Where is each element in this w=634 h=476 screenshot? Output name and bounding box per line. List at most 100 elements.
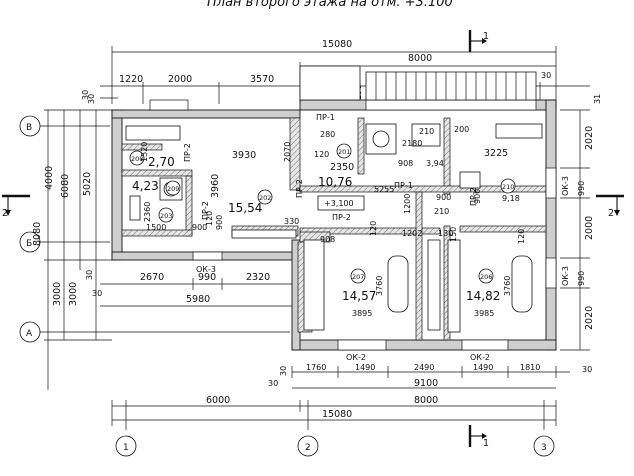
svg-text:206: 206 [480,273,492,281]
svg-text:201: 201 [338,148,350,156]
svg-text:5255: 5255 [374,185,394,194]
svg-text:208: 208 [131,155,143,163]
svg-text:3960: 3960 [210,174,221,198]
svg-text:ОК-2: ОК-2 [470,353,490,362]
svg-text:1200: 1200 [403,194,412,214]
svg-text:4000: 4000 [44,166,55,190]
svg-text:330: 330 [284,217,299,226]
windows: ОК-3 ОК-2 ОК-2 ОК-3 ОК-3 [149,99,570,362]
axis-row-b: Б [19,231,110,253]
svg-text:15080: 15080 [322,39,352,50]
room-number-201: 201 [336,143,352,159]
room-number-208: 208 [129,150,145,166]
svg-text:ПР-1: ПР-1 [394,181,413,190]
svg-text:ПР-2: ПР-2 [201,201,210,220]
svg-text:2: 2 [2,208,8,219]
svg-text:3570: 3570 [250,74,274,85]
svg-text:908: 908 [398,159,413,168]
svg-text:2: 2 [305,443,311,453]
svg-text:3930: 3930 [232,150,256,161]
plan-title: План второго этажа на отм. +3.100 [207,0,453,10]
svg-text:15080: 15080 [322,409,352,420]
svg-text:30: 30 [92,289,102,298]
svg-text:2350: 2350 [330,162,354,173]
svg-text:ОК-3: ОК-3 [196,265,216,274]
svg-text:ПР-1: ПР-1 [316,113,335,122]
axis-column-3: 3 [533,400,555,457]
room-number-209: 209 [165,180,181,196]
svg-text:ОК-3: ОК-3 [561,176,570,196]
svg-text:1220: 1220 [119,74,143,85]
svg-text:2070: 2070 [283,142,292,162]
section-marker-bottom: 1 [468,425,489,449]
bottom-dimensions: 1760 1490 2490 1490 1810 9100 6000 8000 … [92,272,570,426]
svg-text:8000: 8000 [408,53,432,64]
room-area-207: 14,57 [342,289,376,303]
svg-text:1490: 1490 [473,363,493,372]
svg-text:Б: Б [26,239,32,249]
interior-dimensions: 3930 3960 280 120 2350 2070 5255 908 3,9… [140,125,526,318]
svg-text:900: 900 [436,193,451,202]
svg-text:2020: 2020 [584,126,595,150]
room-area-201: 10,76 [318,175,352,189]
svg-text:1: 1 [483,31,489,42]
room-number-202: 202 [257,189,273,205]
svg-text:6080: 6080 [60,174,71,198]
svg-text:990: 990 [577,181,586,196]
svg-text:209: 209 [167,185,179,193]
svg-text:ПР-2: ПР-2 [183,143,192,162]
svg-text:990: 990 [198,272,216,283]
svg-text:2: 2 [608,208,614,219]
svg-text:120: 120 [369,221,378,236]
svg-text:3760: 3760 [375,276,384,296]
room-number-206: 206 [478,268,494,284]
svg-text:210: 210 [419,127,434,136]
elevation-mark: +3,100 [317,195,365,211]
svg-text:30: 30 [87,94,96,104]
svg-text:1520: 1520 [140,142,149,162]
svg-text:120: 120 [314,150,329,159]
svg-text:ОК-2: ОК-2 [346,353,366,362]
svg-text:2360: 2360 [143,202,152,222]
staircase [299,65,537,101]
room-area-209: 4,23 [132,179,159,193]
svg-text:ПР-2: ПР-2 [469,187,478,206]
section-marker-left: 2 [2,194,30,219]
svg-text:2000: 2000 [584,216,595,240]
svg-text:30: 30 [81,90,90,100]
svg-text:9100: 9100 [414,378,438,389]
svg-text:900: 900 [215,215,224,230]
svg-text:31: 31 [593,94,602,104]
room-area-210: 9,18 [502,194,520,203]
svg-text:30: 30 [582,365,592,374]
axis-column-1: 1 [115,400,137,457]
room-number-203: 203 [158,207,174,223]
svg-text:8000: 8000 [414,395,438,406]
svg-text:30: 30 [541,71,551,80]
svg-text:8080: 8080 [32,222,43,246]
room-area-208: 2,70 [148,155,175,169]
svg-text:ПР-2: ПР-2 [295,179,304,198]
svg-text:2320: 2320 [246,272,270,283]
room-number-207: 207 [350,268,366,284]
svg-text:3: 3 [541,443,547,453]
svg-text:120: 120 [517,229,526,244]
axis-row-a: А [19,321,290,343]
svg-text:5980: 5980 [186,294,210,305]
svg-text:900: 900 [473,189,482,204]
svg-text:120: 120 [205,211,214,226]
svg-text:30: 30 [85,270,94,280]
room-area-202: 15,54 [228,201,262,215]
svg-text:203: 203 [160,212,172,220]
svg-text:900: 900 [192,223,207,232]
svg-text:207: 207 [352,273,364,281]
svg-text:6000: 6000 [206,395,230,406]
section-marker-top: 1 [468,30,489,52]
svg-text:3895: 3895 [352,309,372,318]
svg-text:280: 280 [320,130,335,139]
svg-text:2180: 2180 [402,139,422,148]
svg-text:3000: 3000 [68,282,79,306]
svg-text:3760: 3760 [503,276,512,296]
svg-text:1500: 1500 [146,223,166,232]
